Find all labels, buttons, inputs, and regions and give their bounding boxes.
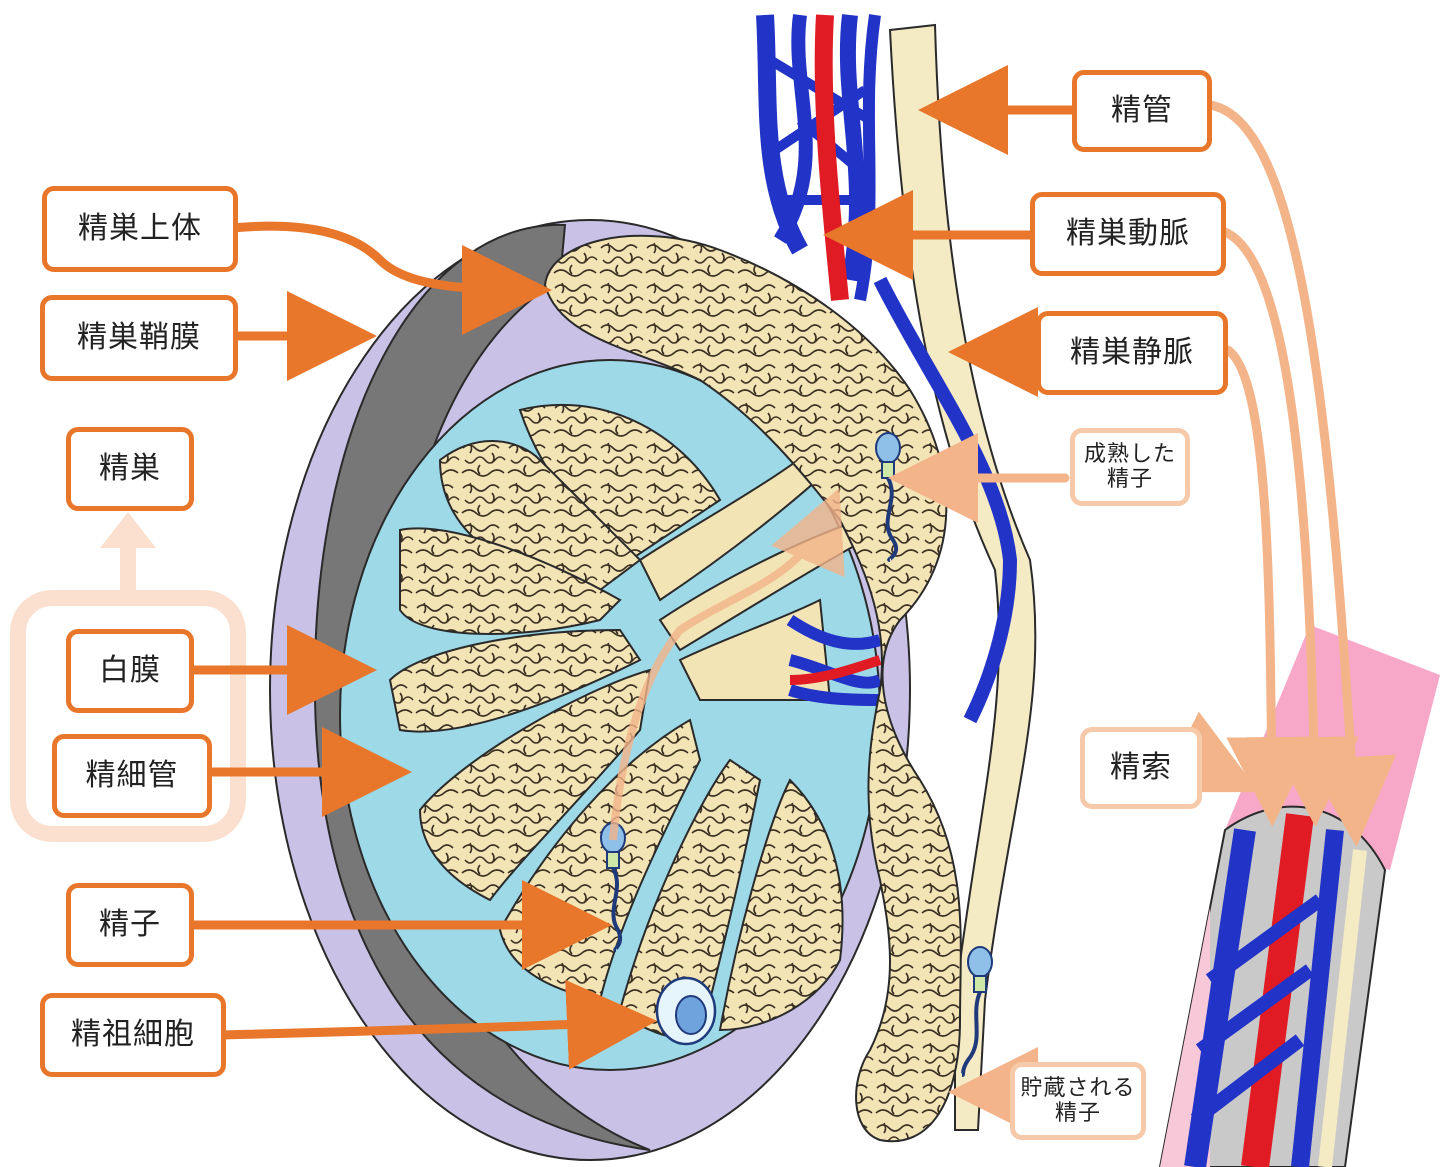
testis-up-arrow-head [100, 512, 156, 548]
mature-sperm-line2: 精子 [1107, 467, 1153, 492]
label-testicular-artery: 精巣動脈 [1030, 192, 1226, 276]
stored-sperm-line1: 貯蔵される [1020, 1076, 1135, 1101]
label-spermatogonium: 精祖細胞 [40, 993, 226, 1077]
label-epididymis: 精巣上体 [42, 186, 238, 272]
label-seminiferous-tubule: 精細管 [52, 734, 212, 818]
label-vas-deferens: 精管 [1072, 70, 1212, 152]
stored-sperm-line2: 精子 [1055, 1101, 1101, 1126]
label-stored-sperm: 貯蔵される 精子 [1010, 1062, 1146, 1140]
mature-sperm-line1: 成熟した [1084, 442, 1176, 467]
label-tunica-albuginea: 白膜 [66, 629, 194, 713]
spermatic-cord-section [1150, 625, 1440, 1167]
label-spermatic-cord: 精索 [1080, 727, 1202, 809]
label-mature-sperm: 成熟した 精子 [1070, 428, 1190, 506]
label-testicular-vein: 精巣静脈 [1036, 311, 1228, 395]
label-testis: 精巣 [66, 427, 194, 511]
spermatogonium-cell-icon [657, 978, 715, 1044]
label-tunica-vaginalis: 精巣鞘膜 [40, 295, 238, 381]
label-sperm: 精子 [66, 883, 194, 967]
